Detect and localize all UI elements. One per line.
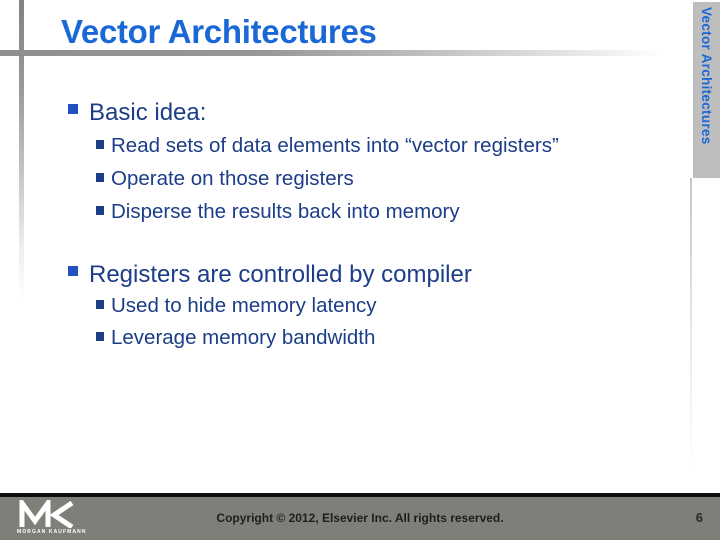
decor-sidebar-fade-line (689, 178, 692, 468)
mk-logo-icon (19, 500, 74, 528)
bullet-square-level1 (68, 265, 78, 276)
footer-bar (0, 497, 720, 540)
bullet-item: Operate on those registers (111, 167, 354, 190)
logo-wordmark: MORGAN KAUFMANN (17, 529, 87, 535)
slide-title: Vector Architectures (61, 13, 377, 50)
copyright-text: Copyright © 2012, Elsevier Inc. All righ… (216, 511, 504, 525)
bullet-square-level2 (95, 332, 104, 341)
section-heading: Basic idea: (89, 99, 207, 126)
bullet-square-level2 (95, 300, 104, 309)
bullet-square-level2 (95, 140, 104, 149)
bullet-square-level1 (68, 103, 78, 114)
sidebar-strip: Vector Architectures (693, 2, 720, 178)
title-underline (0, 50, 662, 56)
bullet-item: Disperse the results back into memory (111, 200, 460, 223)
bullet-square-level2 (95, 173, 104, 182)
morgan-kaufmann-logo: MORGAN KAUFMANN (17, 500, 87, 535)
bullet-item: Read sets of data elements into “vector … (111, 134, 559, 157)
decor-vertical-line (19, 0, 24, 300)
section-heading: Registers are controlled by compiler (89, 261, 472, 288)
bullet-square-level2 (95, 206, 104, 215)
footer-top-rule (0, 493, 720, 497)
sidebar-vertical-title: Vector Architectures (699, 7, 714, 145)
page-number: 6 (695, 510, 703, 525)
bullet-item: Leverage memory bandwidth (111, 326, 376, 349)
bullet-item: Used to hide memory latency (111, 294, 377, 317)
